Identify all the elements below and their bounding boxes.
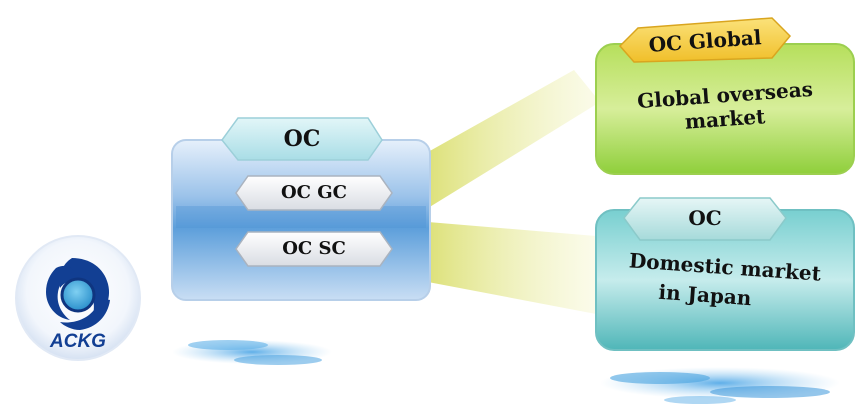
reflection-center bbox=[172, 340, 332, 365]
center-box bbox=[171, 117, 431, 301]
pill-oc-gc bbox=[235, 175, 393, 211]
ackg-logo: ACKG bbox=[15, 235, 141, 361]
pill-oc-gc-label: OC GC bbox=[281, 182, 347, 203]
domestic-box-tab-label: OC bbox=[688, 206, 722, 230]
pill-oc-sc bbox=[235, 231, 393, 267]
logo-swirl-icon bbox=[46, 258, 110, 330]
domestic-box bbox=[595, 197, 855, 351]
reflection-right bbox=[600, 367, 840, 404]
beam-lower bbox=[428, 222, 596, 314]
global-box bbox=[595, 17, 855, 175]
pill-oc-sc-label: OC SC bbox=[282, 238, 346, 259]
logo-text: ACKG bbox=[49, 331, 106, 352]
center-box-tab bbox=[221, 117, 383, 161]
center-box-title: OC bbox=[283, 126, 321, 152]
beam-upper bbox=[428, 70, 600, 208]
domestic-box-tab bbox=[623, 197, 787, 241]
global-box-tab bbox=[618, 17, 792, 63]
